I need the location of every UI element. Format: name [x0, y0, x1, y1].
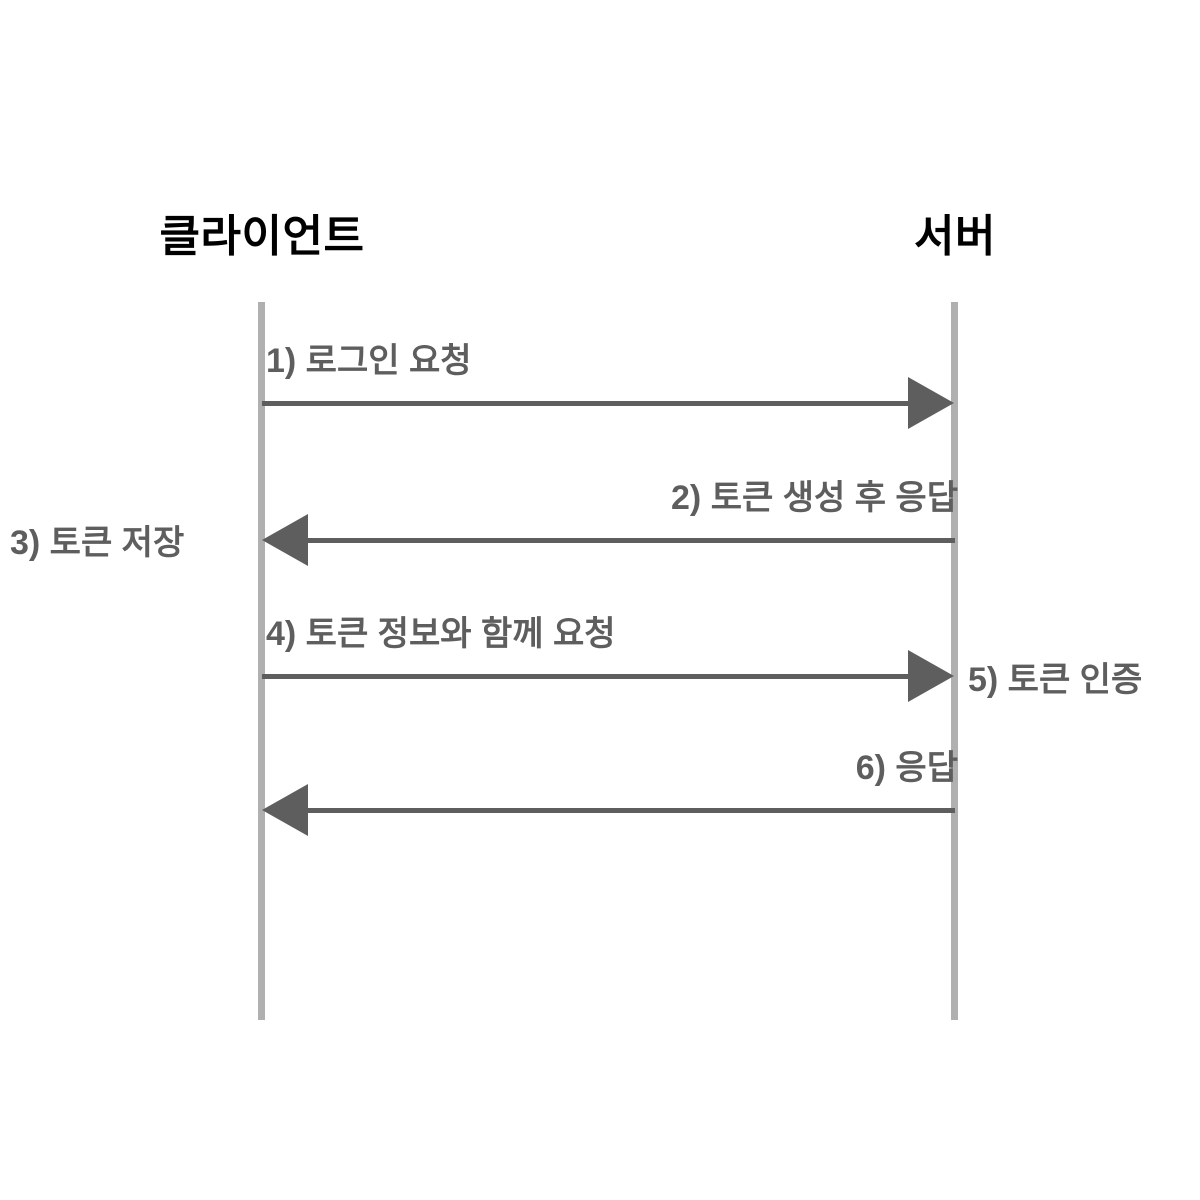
message-shaft-4: [262, 674, 910, 679]
participant-header-server: 서버: [914, 212, 996, 261]
arrowhead-left-icon-2: [262, 514, 308, 566]
message-label-4: 4) 토큰 정보와 함께 요청: [266, 615, 616, 653]
arrowhead-right-icon-4: [908, 650, 954, 702]
arrowhead-left-icon-6: [262, 784, 308, 836]
note-label-5: 5) 토큰 인증: [968, 661, 1143, 699]
message-shaft-6: [300, 808, 955, 813]
note-label-3: 3) 토큰 저장: [10, 524, 185, 562]
participant-header-client: 클라이언트: [159, 212, 365, 261]
arrowhead-right-icon-1: [908, 377, 954, 429]
lifeline-server: [951, 302, 958, 1020]
message-shaft-1: [262, 401, 910, 406]
message-shaft-2: [300, 538, 955, 543]
lifeline-client: [258, 302, 265, 1020]
message-label-1: 1) 로그인 요청: [266, 342, 472, 380]
message-label-6: 6) 응답: [855, 749, 958, 787]
message-label-2: 2) 토큰 생성 후 응답: [671, 479, 958, 517]
